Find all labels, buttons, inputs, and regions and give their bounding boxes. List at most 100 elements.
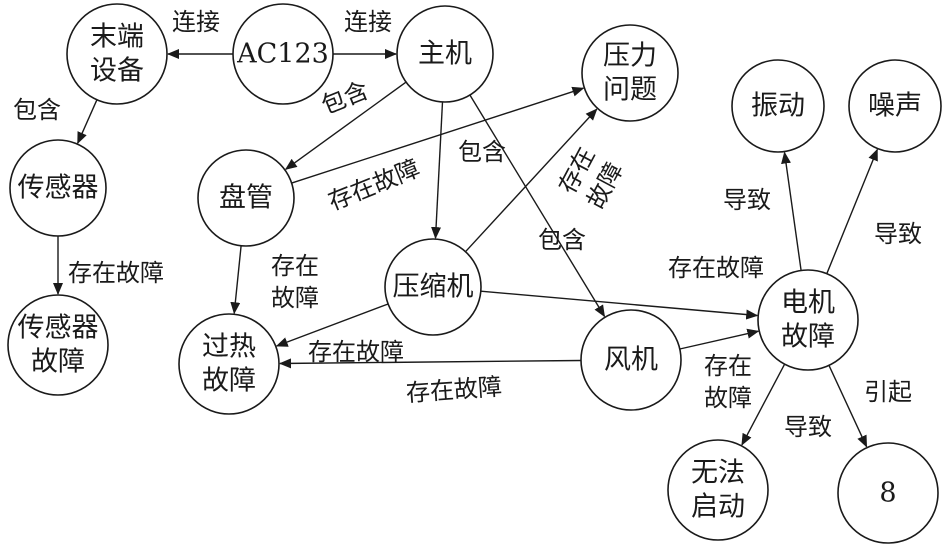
- node-circle: [197, 149, 295, 247]
- svg-text:存在故障: 存在故障: [324, 154, 423, 216]
- svg-text:压缩机: 压缩机: [393, 272, 474, 303]
- svg-text:8: 8: [879, 478, 896, 509]
- edge-label-fan-overheat: 存在故障: [405, 373, 503, 408]
- node-noise: 噪声: [848, 59, 942, 153]
- edge-label-sensor-fault: 存在故障: [68, 259, 164, 287]
- edge-label-motor-eight: 引起: [864, 378, 912, 406]
- edge-label-coil-pressure: 存在故障: [324, 154, 423, 216]
- edge-label-coil-overheat: 存在故障: [271, 252, 319, 312]
- svg-text:包含: 包含: [538, 226, 586, 254]
- node-circle: [837, 442, 939, 544]
- edge-motor-nostart: [741, 363, 786, 446]
- node-circle: [848, 59, 942, 153]
- svg-text:存在故障: 存在故障: [405, 373, 503, 408]
- edge-label-compressor-motor: 存在故障: [668, 254, 764, 282]
- svg-text:存在: 存在: [271, 252, 319, 280]
- edge-compressor-overheat: [275, 303, 389, 347]
- node-eight: 8: [837, 442, 939, 544]
- edge-label-ac-host: 连接: [344, 8, 392, 36]
- edge-compressor-pressure: [464, 108, 598, 253]
- node-circle: [232, 3, 334, 105]
- edge-label-compressor-pressure: 存在故障: [553, 143, 629, 214]
- node-circle: [178, 313, 280, 415]
- node-circle: [7, 294, 109, 396]
- svg-text:包含: 包含: [458, 138, 506, 166]
- node-circle: [667, 439, 769, 541]
- svg-text:连接: 连接: [172, 8, 220, 36]
- svg-text:过热: 过热: [202, 332, 256, 363]
- svg-text:导致: 导致: [723, 186, 771, 214]
- node-circle: [396, 5, 494, 103]
- edge-coil-overheat: [230, 245, 242, 315]
- edge-host-fan: [469, 94, 606, 318]
- svg-text:故障: 故障: [704, 384, 752, 412]
- svg-text:存在故障: 存在故障: [308, 338, 404, 366]
- edge-host-coil: [284, 81, 407, 170]
- edge-label-fan-motor: 存在故障: [704, 352, 752, 412]
- svg-text:启动: 启动: [691, 492, 745, 523]
- node-compressor: 压缩机: [384, 238, 482, 336]
- node-circle: [731, 59, 825, 153]
- svg-text:盘管: 盘管: [219, 183, 273, 214]
- svg-text:AC123: AC123: [236, 39, 329, 70]
- edge-label-motor-nostart: 导致: [784, 413, 832, 441]
- svg-text:故障: 故障: [202, 366, 256, 397]
- edges: [53, 49, 878, 448]
- svg-text:振动: 振动: [751, 91, 805, 122]
- edge-label-terminal-sensor: 包含: [13, 96, 61, 124]
- svg-text:电机: 电机: [781, 288, 835, 319]
- node-sensor: 传感器: [9, 139, 107, 237]
- svg-text:导致: 导致: [874, 220, 922, 248]
- svg-text:故障: 故障: [781, 322, 835, 353]
- edge-label-motor-noise: 导致: [874, 220, 922, 248]
- edge-host-compressor: [431, 101, 444, 240]
- svg-text:传感器: 传感器: [18, 313, 99, 344]
- svg-text:末端: 末端: [90, 22, 144, 53]
- svg-text:主机: 主机: [418, 39, 472, 70]
- node-circle: [384, 238, 482, 336]
- edge-coil-pressure: [291, 86, 585, 184]
- node-circle: [581, 24, 679, 122]
- node-circle: [66, 3, 168, 105]
- svg-text:设备: 设备: [90, 56, 144, 87]
- node-vibration: 振动: [731, 59, 825, 153]
- node-circle: [580, 309, 682, 411]
- edge-motor-noise: [826, 148, 878, 274]
- svg-text:故障: 故障: [271, 284, 319, 312]
- svg-text:噪声: 噪声: [868, 91, 922, 122]
- edge-terminal-sensor: [77, 99, 98, 145]
- edge-motor-eight: [828, 365, 868, 448]
- edge-label-host-coil: 包含: [318, 76, 373, 120]
- edge-label-motor-vibration: 导致: [723, 186, 771, 214]
- edge-fan-motor: [679, 328, 760, 350]
- edge-compressor-motor: [480, 290, 759, 320]
- svg-text:导致: 导致: [784, 413, 832, 441]
- svg-text:包含: 包含: [13, 96, 61, 124]
- edge-label-host-compressor: 包含: [458, 138, 506, 166]
- node-ac123: AC123: [232, 3, 334, 105]
- svg-text:问题: 问题: [603, 75, 657, 106]
- svg-text:故障: 故障: [31, 347, 85, 378]
- edge-motor-vibration: [781, 151, 802, 271]
- svg-text:风机: 风机: [604, 345, 658, 376]
- svg-text:连接: 连接: [344, 8, 392, 36]
- svg-text:存在故障: 存在故障: [68, 259, 164, 287]
- svg-text:包含: 包含: [318, 76, 373, 120]
- node-fan: 风机: [580, 309, 682, 411]
- node-host: 主机: [396, 5, 494, 103]
- node-circle: [9, 139, 107, 237]
- nodes: AC123末端设备主机压力问题振动噪声传感器盘管压缩机传感器故障过热故障风机电机…: [7, 3, 942, 544]
- svg-text:存在故障: 存在故障: [668, 254, 764, 282]
- edge-label-compressor-overheat: 存在故障: [308, 338, 404, 366]
- svg-text:无法: 无法: [691, 458, 745, 489]
- svg-text:压力: 压力: [603, 41, 657, 72]
- svg-text:存在: 存在: [704, 352, 752, 380]
- edge-fan-overheat: [279, 358, 582, 369]
- svg-text:传感器: 传感器: [18, 173, 99, 204]
